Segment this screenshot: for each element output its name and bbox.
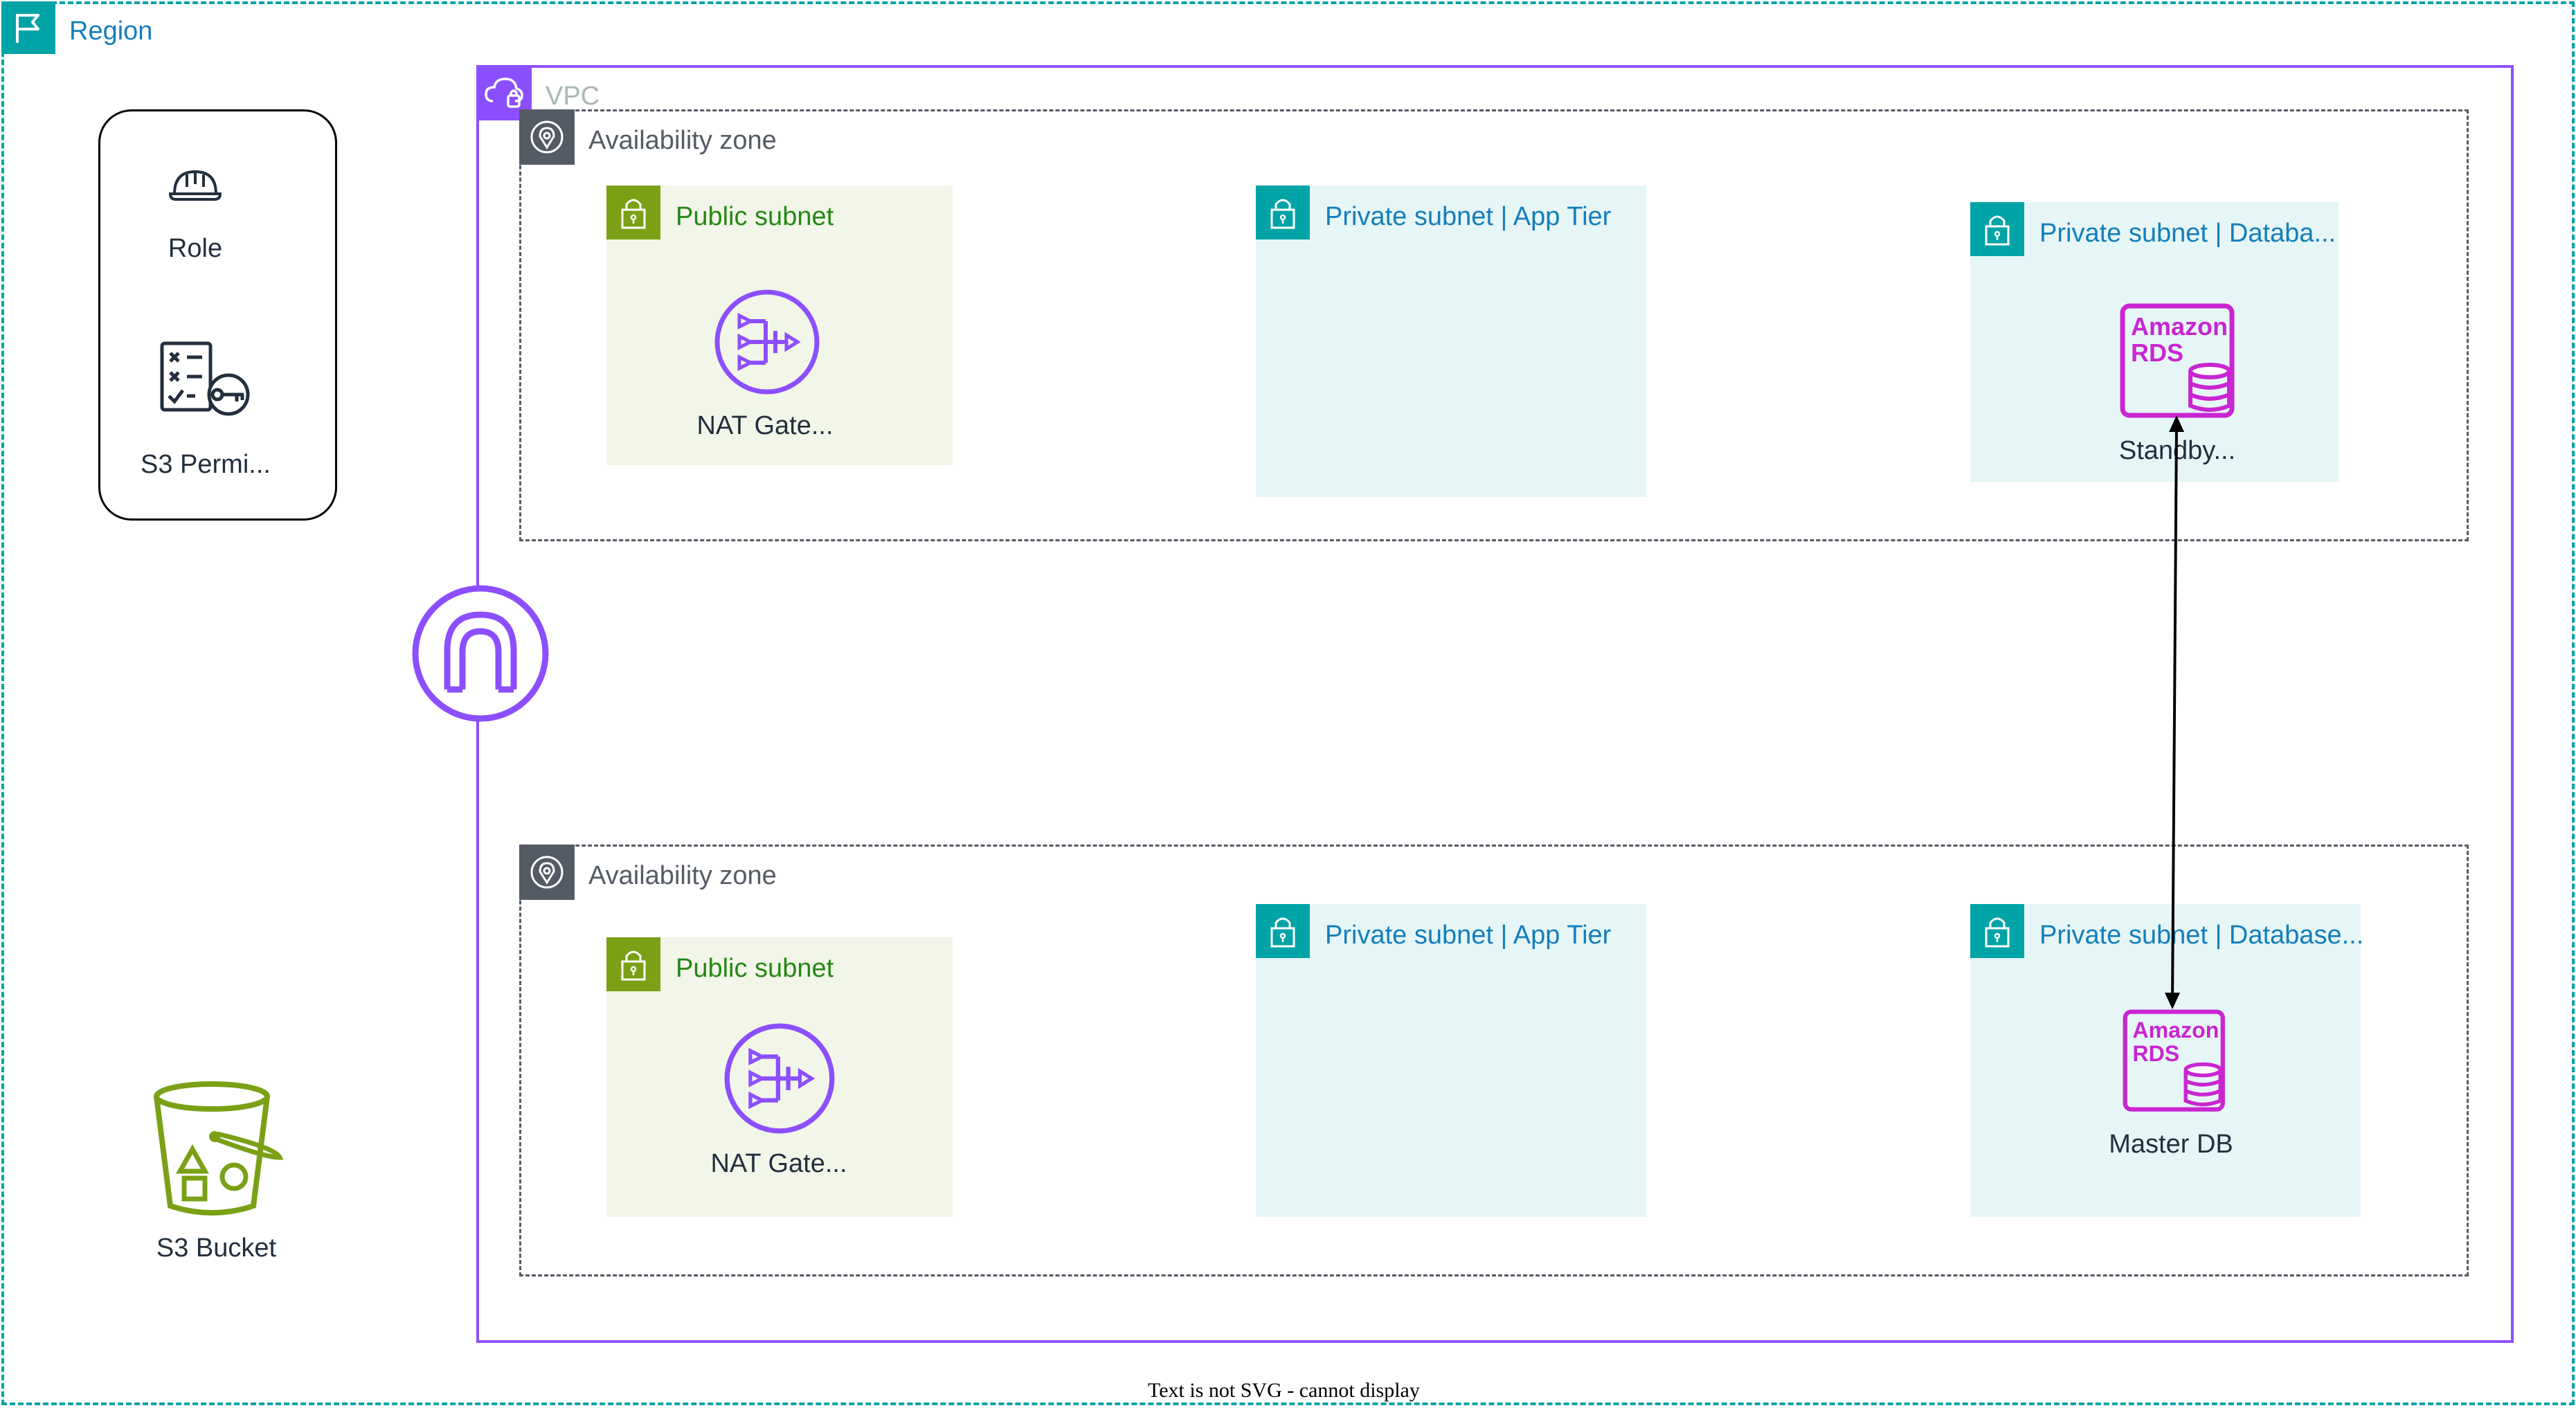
vpc-label: VPC xyxy=(546,82,600,111)
availability-zone-bottom xyxy=(519,845,2469,1276)
internet-gateway-icon xyxy=(411,584,550,723)
footer-note: Text is not SVG - cannot display xyxy=(1148,1379,1420,1402)
lock-icon xyxy=(1970,904,2024,958)
region-flag-icon xyxy=(1,1,55,54)
rds-bottom-text-rds: RDS xyxy=(2132,1041,2179,1066)
policy-checklist-icon xyxy=(159,341,253,417)
public-subnet-top xyxy=(606,186,953,465)
rds-top-text-rds: RDS xyxy=(2131,339,2183,367)
private-subnet-db-bottom xyxy=(1970,904,2361,1217)
amazon-rds-icon: Amazon RDS xyxy=(2120,1009,2231,1113)
rds-bottom-text-amazon: Amazon xyxy=(2132,1018,2219,1043)
private-subnet-app-bottom xyxy=(1256,904,1646,1217)
amazon-rds-icon: Amazon RDS xyxy=(2120,303,2237,419)
lock-icon xyxy=(1970,202,2024,256)
nat-gateway-icon xyxy=(714,289,820,395)
lock-icon xyxy=(1256,186,1310,240)
nat-gateway-bottom-label: NAT Gate... xyxy=(710,1149,847,1178)
nat-gateway-icon xyxy=(724,1023,835,1134)
policy-label: S3 Permi... xyxy=(141,450,271,479)
rds-top-text-amazon: Amazon xyxy=(2131,312,2228,341)
lock-icon xyxy=(606,937,660,991)
s3-bucket-label: S3 Bucket xyxy=(156,1234,277,1263)
public-subnet-top-label: Public subnet xyxy=(676,202,834,231)
private-subnet-db-top xyxy=(1970,202,2339,482)
private-subnet-app-top-label: Private subnet | App Tier xyxy=(1325,202,1612,231)
private-subnet-app-bottom-label: Private subnet | App Tier xyxy=(1325,921,1612,950)
s3-bucket-icon xyxy=(154,1081,284,1217)
private-subnet-db-top-label: Private subnet | Databa... xyxy=(2039,219,2336,248)
role-label: Role xyxy=(168,234,223,263)
lock-icon xyxy=(606,186,660,240)
public-subnet-bottom-label: Public subnet xyxy=(676,954,834,983)
iam-group-box xyxy=(98,109,337,521)
availability-zone-bottom-label: Availability zone xyxy=(588,861,777,890)
role-helmet-icon xyxy=(168,166,223,202)
location-pin-icon xyxy=(519,109,575,165)
availability-zone-top-label: Availability zone xyxy=(588,126,777,155)
private-subnet-app-top xyxy=(1256,186,1646,497)
lock-icon xyxy=(1256,904,1310,958)
location-pin-icon xyxy=(519,845,575,900)
rds-master-label: Master DB xyxy=(2109,1130,2233,1159)
private-subnet-db-bottom-label: Private subnet | Database... xyxy=(2039,921,2364,950)
availability-zone-top xyxy=(519,109,2469,541)
nat-gateway-top-label: NAT Gate... xyxy=(696,411,834,440)
region-label: Region xyxy=(69,17,153,46)
